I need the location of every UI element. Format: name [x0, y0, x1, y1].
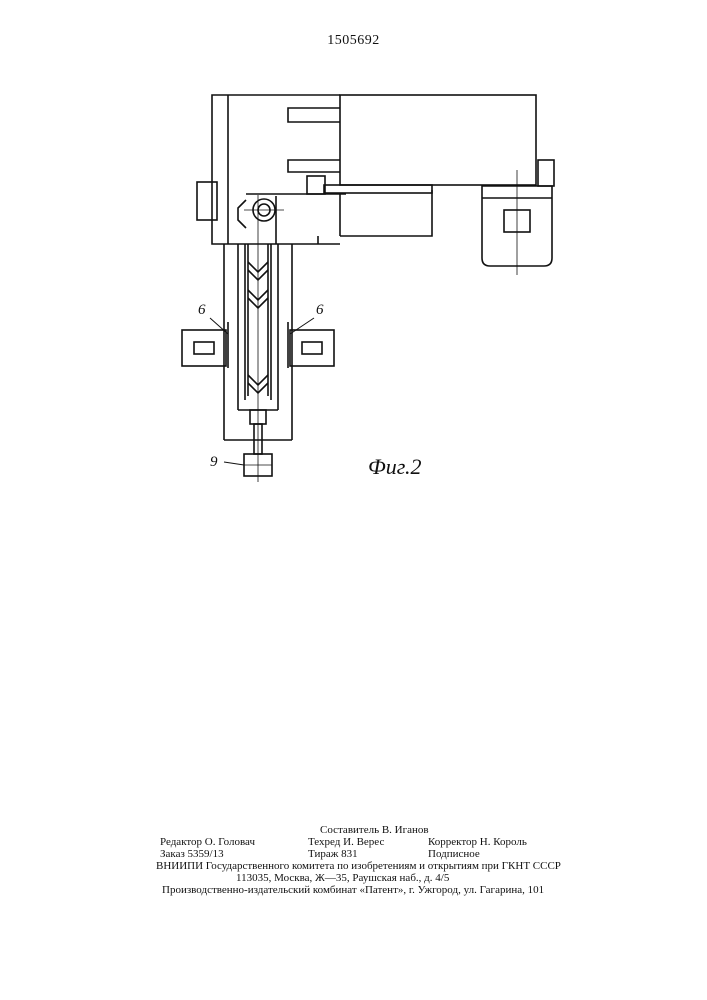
vertical-column	[224, 195, 292, 482]
imprint-address: 113035, Москва, Ж—35, Раушская наб., д. …	[236, 872, 449, 884]
imprint-compiler: Составитель В. Иганов	[320, 824, 429, 836]
imprint-publisher: Производственно-издательский комбинат «П…	[162, 884, 544, 896]
pivot	[238, 199, 284, 228]
imprint-circulation: Тираж 831	[308, 848, 358, 860]
figure-caption: Фиг.2	[368, 454, 422, 479]
label-9: 9	[210, 454, 218, 470]
imprint-institute: ВНИИПИ Государственного комитета по изоб…	[156, 860, 561, 872]
imprint-corrector: Корректор Н. Король	[428, 836, 527, 848]
imprint-subscription: Подписное	[428, 848, 480, 860]
upper-housing	[197, 95, 536, 244]
label-6-left: 6	[198, 302, 206, 318]
imprint-order: Заказ 5359/13	[160, 848, 224, 860]
imprint-techred: Техред И. Верес	[308, 836, 384, 848]
label-6-right: 6	[316, 302, 324, 318]
motor	[482, 160, 554, 275]
imprint-editor: Редактор О. Головач	[160, 836, 255, 848]
